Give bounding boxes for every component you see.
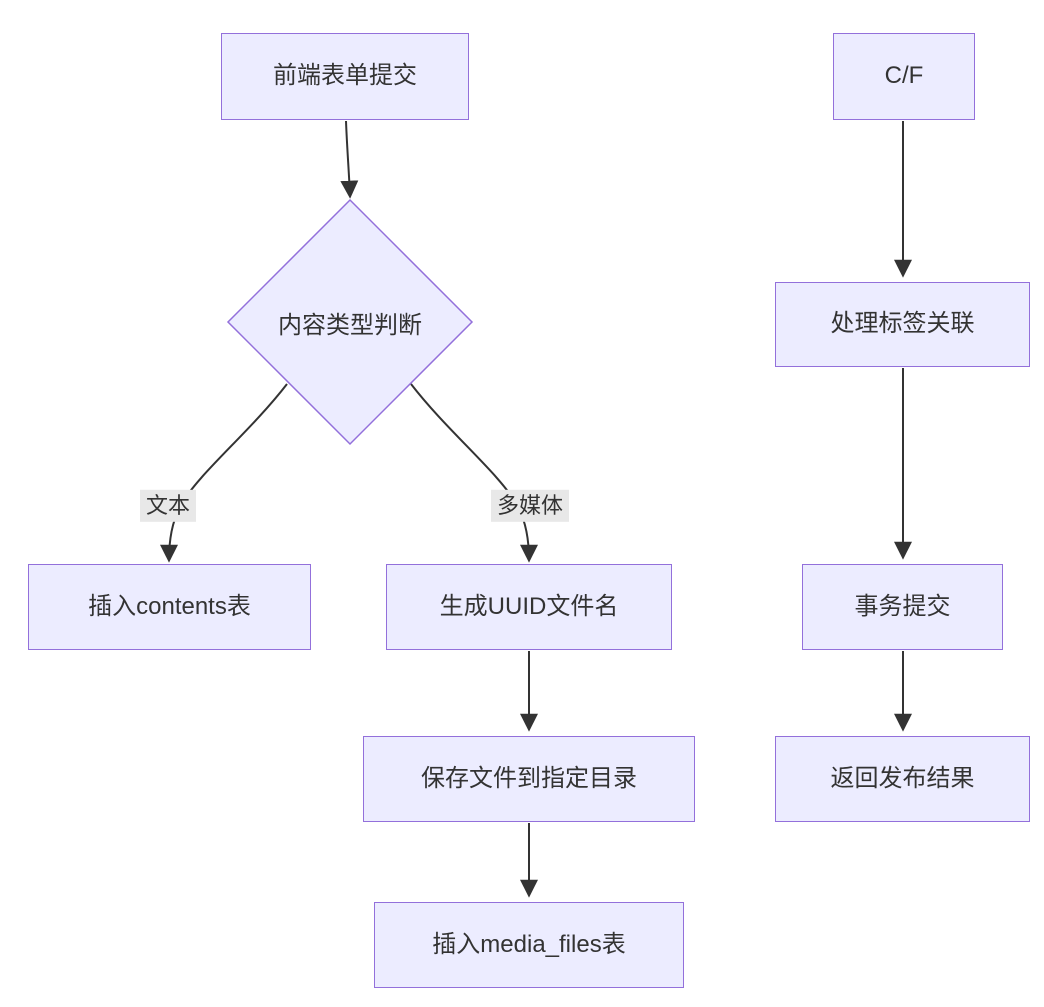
node-label: C/F [884,62,924,90]
decision-diamond-shape [226,198,474,446]
node-label: 返回发布结果 [830,764,975,792]
node-insert-contents-table: 插入contents表 [28,564,311,650]
node-label: 内容类型判断 [278,311,422,339]
edge-label-multimedia: 多媒体 [490,489,570,523]
node-label: 前端表单提交 [273,62,417,90]
node-insert-media-files-table: 插入media_files表 [374,902,684,988]
node-generate-uuid-filename: 生成UUID文件名 [386,564,672,650]
node-label: 事务提交 [854,592,951,620]
node-label: 保存文件到指定目录 [421,764,637,792]
node-transaction-commit: 事务提交 [802,564,1003,650]
node-label: 插入media_files表 [432,930,626,958]
edge-decision-to-uuid [410,383,538,563]
node-label: 生成UUID文件名 [439,592,619,620]
edge-decision-to-contents [160,383,288,563]
node-label: 处理标签关联 [830,310,975,338]
node-cf: C/F [833,33,975,120]
node-return-publish-result: 返回发布结果 [775,736,1030,822]
node-save-file-to-directory: 保存文件到指定目录 [363,736,695,822]
edge-form-to-decision [340,120,359,199]
node-frontend-form-submit: 前端表单提交 [221,33,469,120]
node-label: 插入contents表 [88,592,251,620]
node-process-tag-relation: 处理标签关联 [775,282,1030,367]
edge-label-text: 文本 [139,489,197,523]
node-content-type-decision-label: 内容类型判断 [250,302,450,342]
